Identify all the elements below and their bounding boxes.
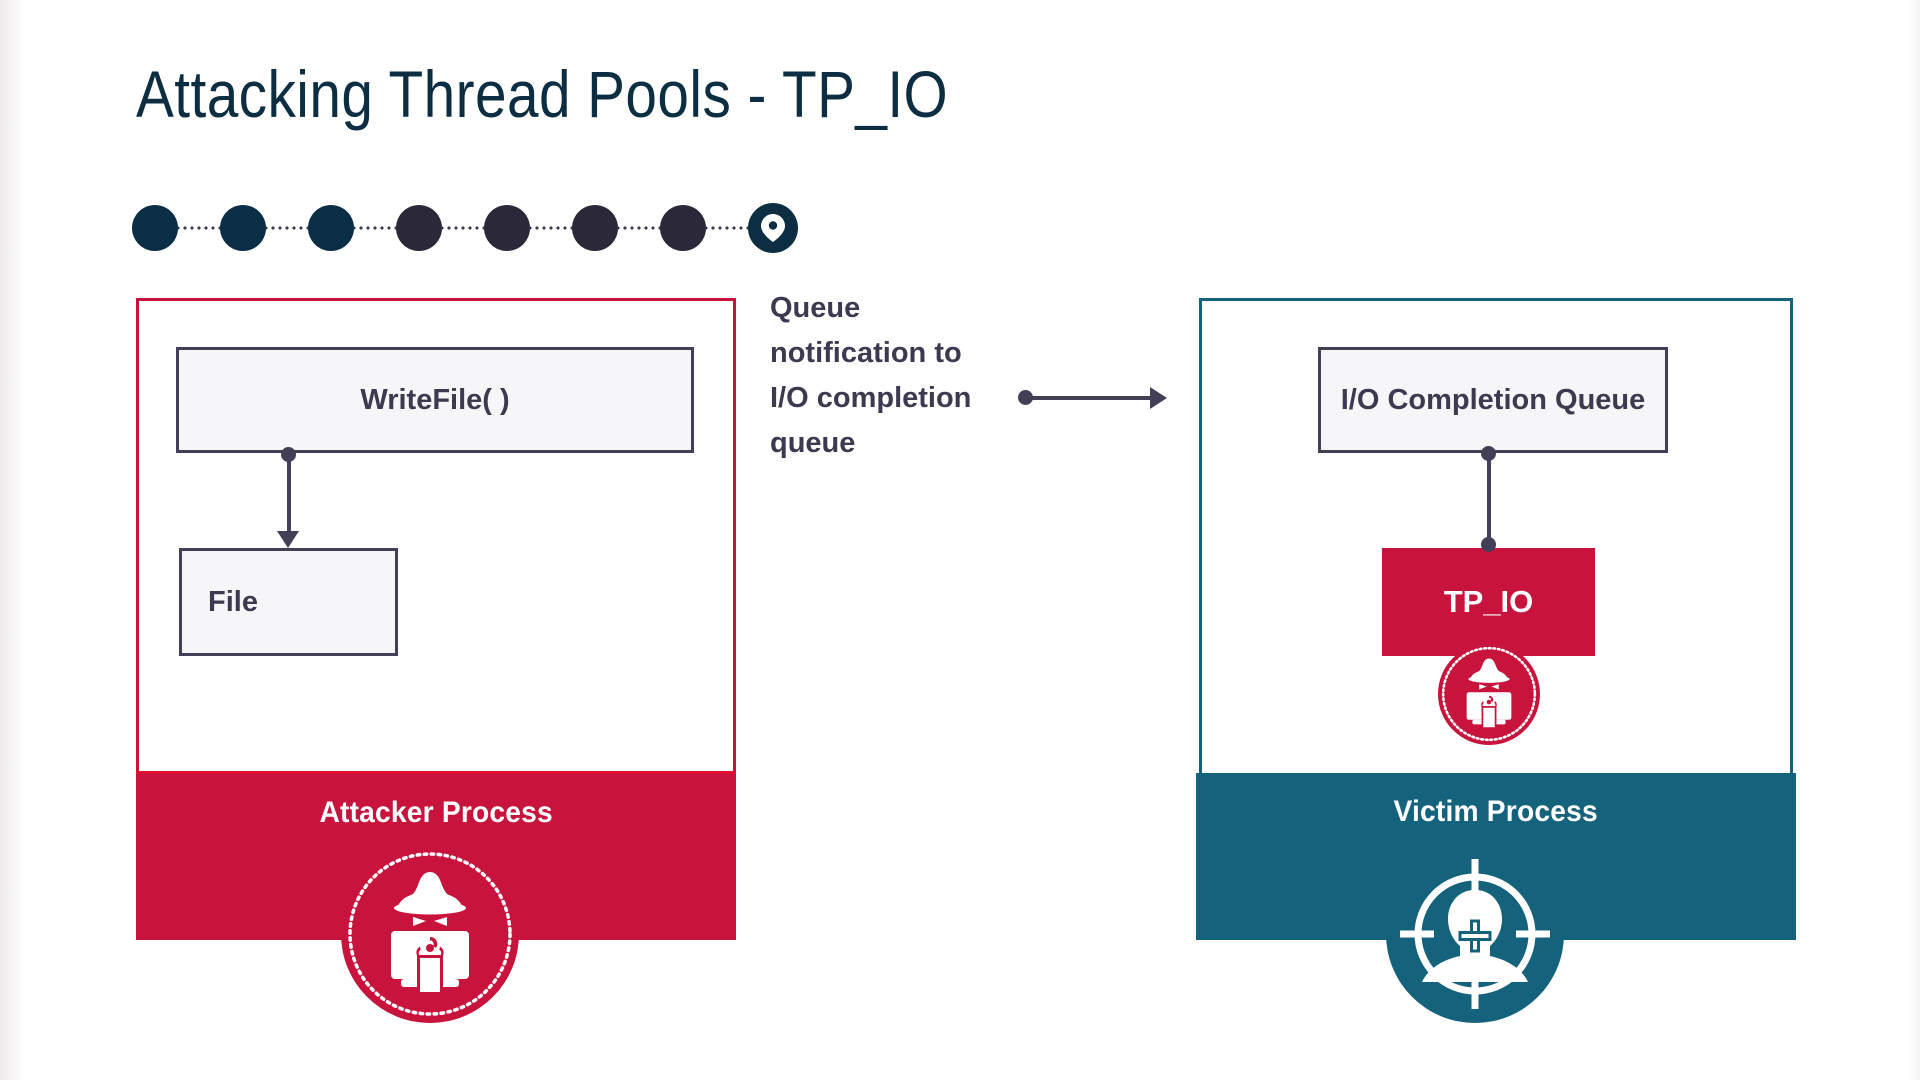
- node-io-completion-queue[interactable]: I/O Completion Queue: [1318, 347, 1668, 453]
- attacker-process-label: Attacker Process: [319, 796, 553, 829]
- hacker-badge-icon: [1438, 643, 1540, 745]
- arrowhead-down-icon: [277, 531, 299, 548]
- map-pin-icon[interactable]: [748, 203, 798, 253]
- slide-left-edge-shading: [0, 0, 26, 1080]
- progress-dot-3[interactable]: [308, 205, 354, 251]
- node-tp-io[interactable]: TP_IO: [1382, 548, 1595, 656]
- progress-dot-1[interactable]: [132, 205, 178, 251]
- progress-connector-3: [354, 226, 396, 230]
- progress-dot-2[interactable]: [220, 205, 266, 251]
- victim-process-label: Victim Process: [1393, 795, 1599, 828]
- connector-dot-cross-process: [1018, 390, 1033, 405]
- progress-dot-4[interactable]: [396, 205, 442, 251]
- progress-connector-2: [266, 226, 308, 230]
- progress-dot-6[interactable]: [572, 205, 618, 251]
- progress-connector-5: [530, 226, 572, 230]
- node-file[interactable]: File: [179, 548, 398, 656]
- connector-line-iocq-to-tpio: [1487, 452, 1491, 548]
- connector-line-cross-process: [1026, 396, 1152, 400]
- target-victim-icon: [1386, 845, 1564, 1023]
- progress-connector-7: [706, 226, 748, 230]
- arrow-right-icon: [1150, 387, 1167, 409]
- progress-rail: [132, 196, 798, 260]
- hacker-badge-icon: [341, 845, 519, 1023]
- page-title: Attacking Thread Pools - TP_IO: [136, 57, 949, 131]
- slide-right-edge-shading: [1910, 0, 1920, 1080]
- progress-dot-5[interactable]: [484, 205, 530, 251]
- connector-dot-tpio: [1481, 537, 1496, 552]
- queue-notification-label: Queue notification to I/O completion que…: [770, 292, 972, 459]
- progress-connector-6: [618, 226, 660, 230]
- connector-line-writefile-to-file: [287, 453, 291, 541]
- progress-connector-4: [442, 226, 484, 230]
- progress-dot-7[interactable]: [660, 205, 706, 251]
- node-writefile[interactable]: WriteFile( ): [176, 347, 694, 453]
- progress-connector-1: [178, 226, 220, 230]
